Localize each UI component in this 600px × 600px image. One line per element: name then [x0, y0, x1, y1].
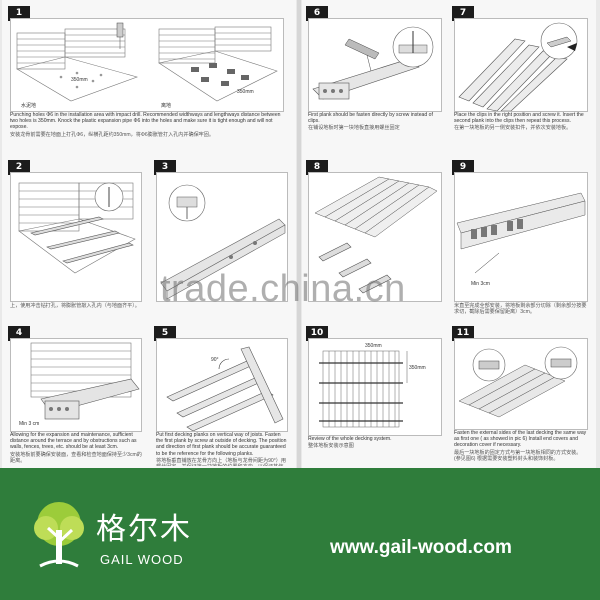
end-cover-illustration [458, 346, 578, 418]
step-1-illustration: 水泥地 离地 350mm 350mm [10, 18, 284, 112]
step-3-illustration [156, 172, 288, 302]
step-number: 8 [306, 160, 328, 175]
step-6-illustration [308, 18, 442, 112]
step-number: 6 [306, 6, 328, 21]
watermark-text: trade.china.cn [160, 268, 406, 310]
step-5: 5 90° Put first decking planks on vertic… [154, 326, 292, 466]
step-10-instructions: Review of the whole decking system. 整体地板… [308, 436, 442, 460]
tree-logo-icon [34, 502, 84, 568]
step-5-instructions: Put first decking planks on vertical way… [156, 432, 288, 466]
step-6-text-en: First plank should be fasten directly by… [308, 112, 433, 125]
edge-cut-illustration: Min 3cm [456, 192, 586, 287]
step-number: 1 [8, 6, 30, 21]
step-10-text-cn: 整体地板安装示意图 [308, 443, 354, 450]
step-8: 8 [306, 160, 446, 320]
step-2-text-cn: 上，使用冲击钻打孔，将膨胀管敲入孔内（与地面齐平）。 [10, 303, 140, 309]
step-10-dim-b: 350mm [409, 365, 426, 371]
step-2-illustration [10, 172, 142, 302]
step-number: 3 [154, 160, 176, 175]
step-8-illustration [308, 172, 442, 302]
step-1-text-cn: 安装龙骨前需要在地面上打孔Φ6，纵横孔距约350mm，将Φ6膨胀管打入孔内并确保… [10, 131, 214, 138]
step-9-dim: Min 3cm [471, 281, 490, 287]
joist-fixing-illustration [160, 184, 286, 300]
step-1-label-ground: 水泥地 [21, 102, 36, 109]
step-1: 1 [8, 6, 292, 154]
plank-series-illustration [314, 176, 438, 294]
step-3: 3 [154, 160, 292, 320]
step-5-text-en: Put first decking planks on vertical way… [156, 432, 287, 457]
step-6-text-cn: 在铺设地板时第一块地板直接用螺丝固定 [308, 125, 400, 132]
ground-drilling-illustration: 水泥地 离地 350mm 350mm [16, 22, 278, 109]
step-7-text-en: Place the clips in the right position an… [454, 112, 584, 125]
step-number: 4 [8, 326, 30, 341]
step-number: 9 [452, 160, 474, 175]
step-11-text-cn: 最后一块地板的固定方式与第一块地板相同的方式安装。(参见图6) 根据需要安装塑料… [454, 449, 582, 462]
step-11: 11 Fasten the external sides of the last… [452, 326, 592, 466]
step-7-illustration [454, 18, 588, 112]
step-5-text-cn: 将地板垂直铺放在龙骨方向上（地板与龙骨间距为90°）用螺丝固定，并保证第一块地板… [156, 457, 286, 466]
step-4-text-en: Allowing for the expansion and maintenan… [10, 432, 137, 451]
step-9: 9 Min 3cm 米直至完成全部安装，将地板剩余部分切除（剩余部分按要求切，截… [452, 160, 592, 320]
step-10-text-en: Review of the whole decking system. [308, 436, 392, 442]
website-link[interactable]: www.gail-wood.com [330, 537, 512, 558]
page-divider [297, 0, 301, 468]
step-5-angle: 90° [211, 357, 219, 363]
first-plank-illustration: 90° [166, 346, 284, 431]
brand-name-cn: 格尔木 [96, 512, 192, 547]
step-6: 6 First plank should be fasten directly … [306, 6, 446, 154]
step-9-illustration: Min 3cm [454, 172, 588, 302]
step-2: 2 上，使用冲击钻打孔，将膨胀管敲入孔内（与地 [8, 160, 146, 320]
step-11-text-en: Fasten the external sides of the last de… [454, 430, 587, 449]
step-4-text-cn: 安装地板前要确保安装面，查看和检查地面保持至少3cm的距离。 [10, 451, 142, 464]
step-1-dim-b: 350mm [237, 89, 254, 95]
manual-page-left: 1 [2, 0, 296, 468]
clip-fixing-illustration [458, 22, 578, 111]
step-number: 11 [452, 326, 474, 341]
step-1-label-offground: 离地 [161, 102, 171, 109]
brand-footer-band [0, 468, 600, 600]
system-plan-illustration: 350mm 350mm [319, 343, 426, 428]
step-number: 7 [452, 6, 474, 21]
edge-gap-illustration: Min 3 cm [19, 342, 140, 427]
step-4-illustration: Min 3 cm [10, 338, 142, 432]
step-5-illustration: 90° [156, 338, 288, 432]
step-9-text-cn: 米直至完成全部安装，将地板剩余部分切除（剩余部分按要求切，截除后需要保留距离）3… [454, 303, 587, 316]
step-7-text-cn: 在第一块地板的另一侧安装扣件，并依次安装地板。 [454, 125, 572, 132]
joist-layout-illustration [18, 182, 136, 274]
manual-page-right: 6 First plank should be fasten directly … [302, 0, 596, 468]
step-number: 2 [8, 160, 30, 175]
step-11-instructions: Fasten the external sides of the last de… [454, 430, 588, 466]
step-9-instructions: 米直至完成全部安装，将地板剩余部分切除（剩余部分按要求切，截除后需要保留距离）3… [454, 302, 588, 318]
step-1-dim-a: 350mm [71, 77, 88, 83]
step-1-text-en: Punching holes Φ6 in the installation ar… [10, 112, 281, 131]
screw-fixing-illustration [312, 26, 434, 100]
step-number: 10 [306, 326, 328, 341]
step-7: 7 Place the clips in the right position … [452, 6, 592, 154]
step-7-instructions: Place the clips in the right position an… [454, 112, 588, 152]
step-11-illustration [454, 338, 588, 430]
step-2-instructions: 上，使用冲击钻打孔，将膨胀管敲入孔内（与地面齐平）。 [10, 302, 142, 318]
step-4-instructions: Allowing for the expansion and maintenan… [10, 432, 142, 466]
brand-name-en: GAIL WOOD [100, 552, 184, 567]
step-10: 10 350mm 350mm Review of the whole decki… [306, 326, 446, 466]
step-6-instructions: First plank should be fasten directly by… [308, 112, 442, 152]
step-4: 4 Min 3 cm Allowing for the expansion an… [8, 326, 146, 466]
step-4-dim: Min 3 cm [19, 421, 39, 427]
step-10-dim-a: 350mm [365, 343, 382, 349]
step-1-instructions: Punching holes Φ6 in the installation ar… [10, 112, 286, 154]
step-number: 5 [154, 326, 176, 341]
step-10-illustration: 350mm 350mm [308, 338, 442, 436]
